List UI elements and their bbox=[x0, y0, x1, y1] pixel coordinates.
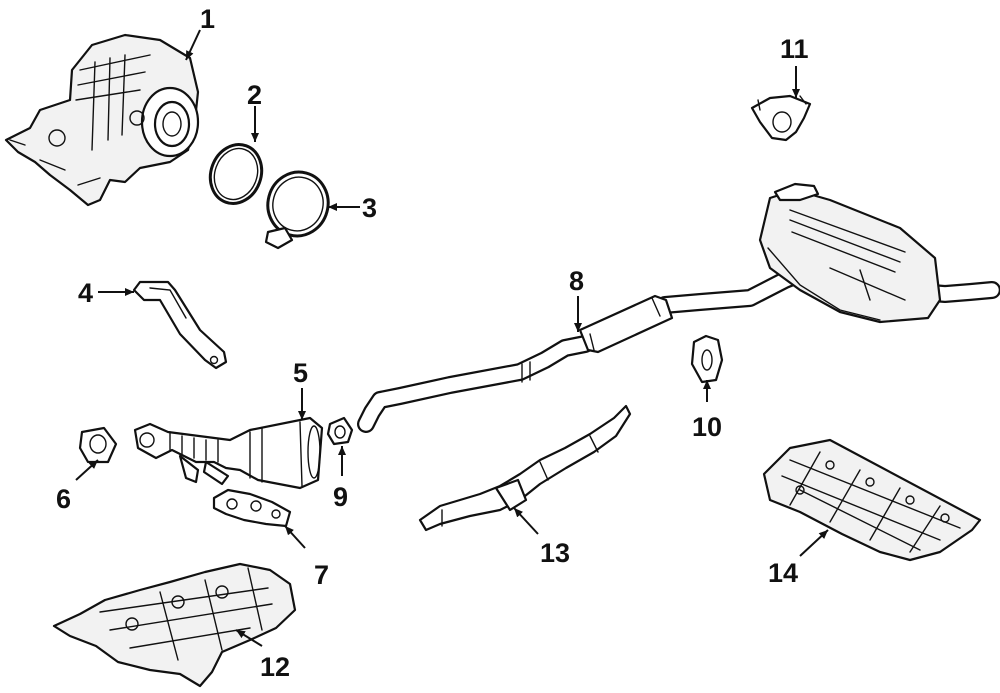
callout-11: 11 bbox=[780, 34, 809, 64]
leader-6 bbox=[75, 459, 99, 481]
part-13-heat-shield-strip bbox=[418, 404, 632, 532]
callout-6: 6 bbox=[56, 484, 71, 514]
part-4-bracket bbox=[132, 280, 228, 370]
callout-12: 12 bbox=[260, 652, 290, 682]
leader-1 bbox=[185, 29, 201, 61]
callout-7: 7 bbox=[314, 560, 329, 590]
part-7-bracket-plate bbox=[212, 488, 292, 528]
callout-8: 8 bbox=[569, 266, 584, 296]
part-9-small-gasket bbox=[326, 416, 354, 446]
callout-5: 5 bbox=[293, 358, 308, 388]
callout-4: 4 bbox=[78, 278, 93, 308]
part-6-flange-gasket bbox=[78, 426, 118, 464]
callout-numbers: 1 2 3 4 5 6 7 8 9 10 11 12 13 14 bbox=[56, 4, 809, 682]
callout-10: 10 bbox=[692, 412, 722, 442]
part-5-catalytic-converter bbox=[133, 416, 324, 490]
part-3-clamp bbox=[264, 170, 330, 250]
callout-3: 3 bbox=[362, 193, 377, 223]
part-11-mount bbox=[750, 94, 812, 142]
leader-lines bbox=[75, 29, 829, 647]
part-1-dpf-housing bbox=[4, 33, 200, 207]
part-2-gasket bbox=[208, 143, 264, 205]
callout-1: 1 bbox=[200, 4, 215, 34]
part-10-hanger bbox=[690, 334, 724, 384]
callout-9: 9 bbox=[333, 482, 348, 512]
part-8-pipe-and-muffler bbox=[357, 182, 1000, 433]
part-14-skid-plate bbox=[762, 438, 982, 562]
leader-13 bbox=[513, 507, 539, 535]
callout-2: 2 bbox=[247, 80, 262, 110]
leader-7 bbox=[284, 525, 306, 549]
leader-12 bbox=[235, 629, 263, 647]
part-12-heat-shield bbox=[52, 562, 297, 688]
leader-14 bbox=[799, 529, 829, 557]
callout-13: 13 bbox=[540, 538, 570, 568]
callout-14: 14 bbox=[768, 558, 798, 588]
